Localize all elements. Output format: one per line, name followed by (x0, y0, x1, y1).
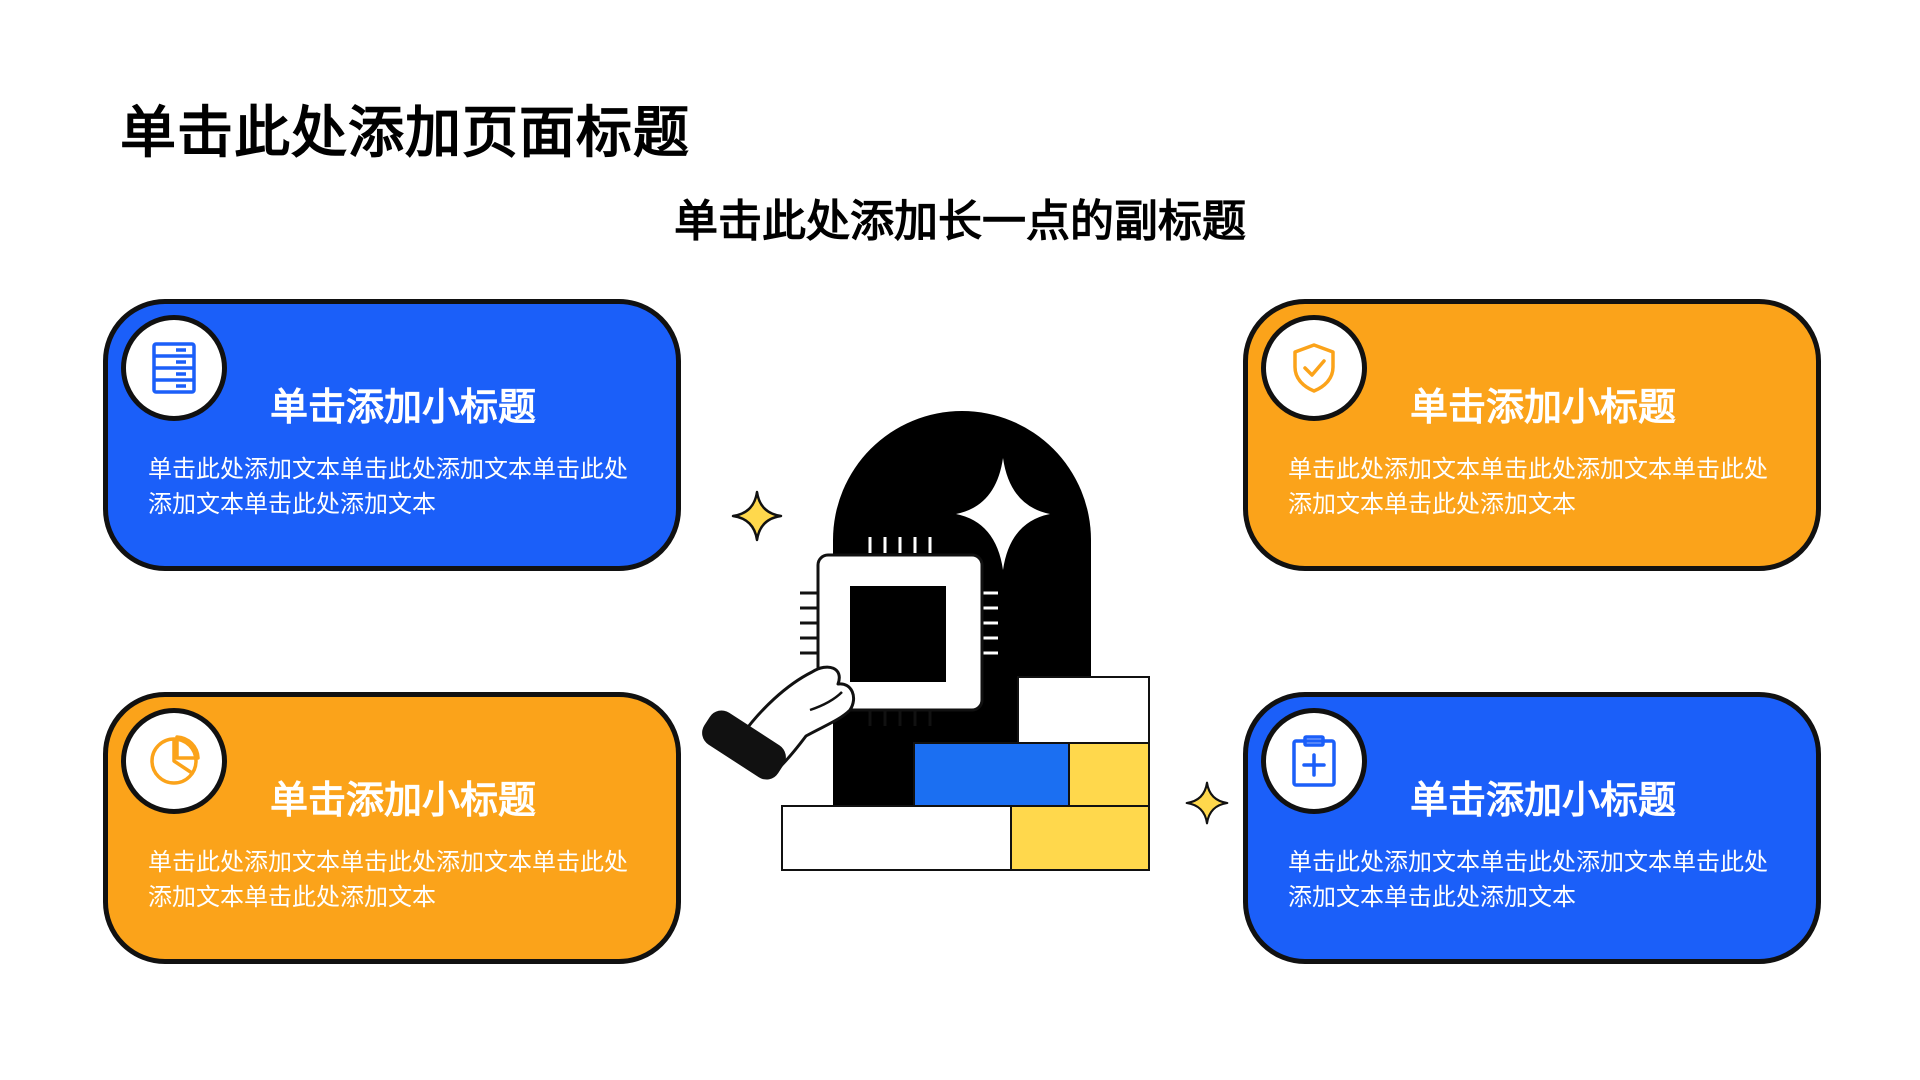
feature-card-3[interactable]: 单击添加小标题 单击此处添加文本单击此处添加文本单击此处添加文本单击此处添加文本 (103, 692, 681, 964)
feature-card-4[interactable]: 单击添加小标题 单击此处添加文本单击此处添加文本单击此处添加文本单击此处添加文本 (1243, 692, 1821, 964)
icon-badge (1261, 708, 1367, 814)
card-body[interactable]: 单击此处添加文本单击此处添加文本单击此处添加文本单击此处添加文本 (1288, 848, 1768, 911)
icon-badge (1261, 315, 1367, 421)
icon-badge (121, 708, 227, 814)
card-title[interactable]: 单击添加小标题 (270, 778, 537, 822)
card-body[interactable]: 单击此处添加文本单击此处添加文本单击此处添加文本单击此处添加文本 (1288, 455, 1768, 518)
card-title[interactable]: 单击添加小标题 (270, 385, 537, 429)
hand-holding-chip-illustration (702, 411, 1150, 871)
icon-badge (121, 315, 227, 421)
card-body[interactable]: 单击此处添加文本单击此处添加文本单击此处添加文本单击此处添加文本 (148, 848, 628, 911)
page-subtitle[interactable]: 单击此处添加长一点的副标题 (674, 196, 1246, 247)
medical-clipboard-icon (1292, 735, 1336, 787)
card-title[interactable]: 单击添加小标题 (1410, 778, 1677, 822)
sparkle-icon (1185, 781, 1229, 825)
sparkle-icon (731, 490, 783, 542)
feature-card-1[interactable]: 单击添加小标题 单击此处添加文本单击此处添加文本单击此处添加文本单击此处添加文本 (103, 299, 681, 571)
card-title[interactable]: 单击添加小标题 (1410, 385, 1677, 429)
pie-chart-icon (150, 735, 200, 785)
card-body[interactable]: 单击此处添加文本单击此处添加文本单击此处添加文本单击此处添加文本 (148, 455, 628, 518)
shield-check-icon (1293, 343, 1335, 393)
feature-card-2[interactable]: 单击添加小标题 单击此处添加文本单击此处添加文本单击此处添加文本单击此处添加文本 (1243, 299, 1821, 571)
server-icon (152, 342, 196, 394)
page-title[interactable]: 单击此处添加页面标题 (120, 101, 690, 166)
